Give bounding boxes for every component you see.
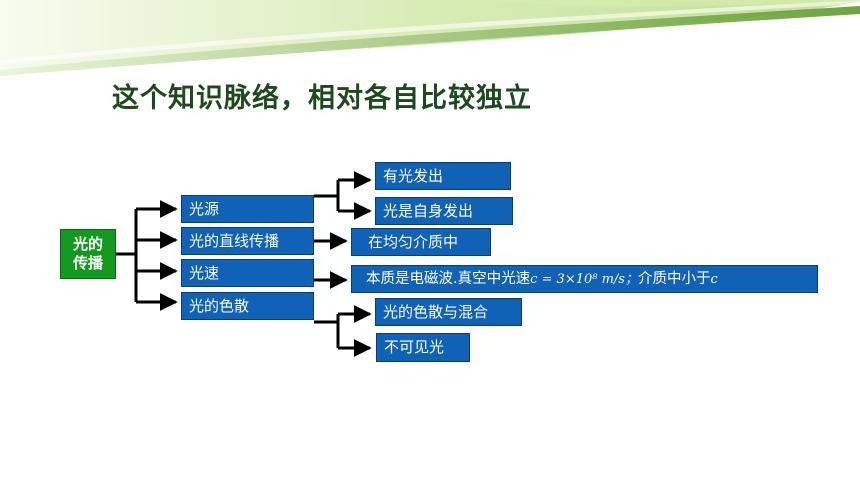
node-light-source: 光源 bbox=[181, 195, 314, 223]
node-straight-propagation-label: 光的直线传播 bbox=[189, 231, 280, 250]
root-label-line1: 光的 bbox=[72, 235, 103, 254]
node-dispersion-mixing: 光的色散与混合 bbox=[375, 298, 522, 326]
node-emits-light-label: 有光发出 bbox=[383, 166, 444, 185]
node-light-speed-label: 光速 bbox=[189, 263, 220, 282]
root-label-line2: 传播 bbox=[72, 254, 103, 272]
node-uniform-medium: 在均匀介质中 bbox=[351, 228, 491, 256]
speed-note-formula: c = 3×10⁸ m/s； bbox=[530, 271, 638, 287]
node-uniform-medium-label: 在均匀介质中 bbox=[368, 232, 459, 251]
page-title: 这个知识脉络，相对各自比较独立 bbox=[112, 83, 532, 114]
node-self-emitting-label: 光是自身发出 bbox=[383, 201, 474, 220]
speed-note-tail: 介质中小于 bbox=[637, 270, 711, 287]
node-invisible-light-label: 不可见光 bbox=[384, 338, 445, 356]
speed-note-symbol: c bbox=[710, 271, 718, 287]
node-emits-light: 有光发出 bbox=[375, 162, 511, 190]
node-light-speed: 光速 bbox=[181, 259, 314, 287]
header-banner bbox=[0, 0, 860, 76]
node-light-source-label: 光源 bbox=[189, 199, 220, 218]
root-node: 光的 传播 bbox=[60, 229, 116, 279]
node-speed-note: 本质是电磁波.真空中光速 c = 3×10⁸ m/s； 介质中小于 c bbox=[351, 265, 818, 293]
node-straight-propagation: 光的直线传播 bbox=[181, 227, 314, 255]
node-self-emitting: 光是自身发出 bbox=[375, 197, 513, 225]
speed-note-lead: 本质是电磁波.真空中光速 bbox=[366, 270, 531, 287]
node-dispersion-mixing-label: 光的色散与混合 bbox=[383, 302, 489, 321]
node-invisible-light: 不可见光 bbox=[376, 333, 470, 362]
node-dispersion: 光的色散 bbox=[181, 292, 314, 320]
node-dispersion-label: 光的色散 bbox=[189, 296, 250, 315]
